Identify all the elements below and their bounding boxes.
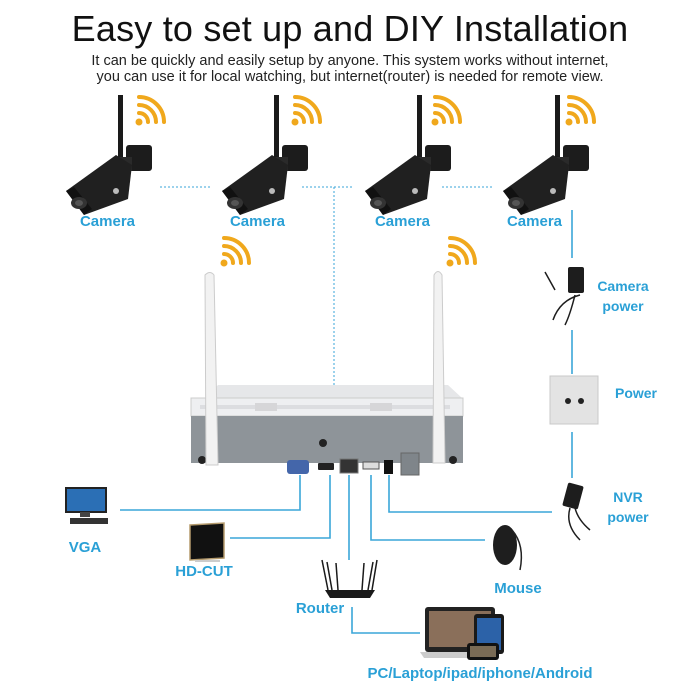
router-to-devices-link xyxy=(351,607,420,634)
page-subtitle: It can be quickly and easily setup by an… xyxy=(0,53,700,85)
antenna-left xyxy=(204,272,219,466)
wifi-signal-icon xyxy=(218,236,251,269)
tv-icon xyxy=(189,522,225,562)
hdmi-port xyxy=(318,463,334,470)
camera-power-label-line2: power xyxy=(602,298,644,314)
camera-label-2: Camera xyxy=(229,213,286,230)
wifi-signal-icon xyxy=(133,95,166,128)
nvr-power-label-line2: power xyxy=(607,509,649,525)
camera-power-label-line1: Camera xyxy=(597,278,649,294)
vga-port xyxy=(287,460,309,474)
devices-icon xyxy=(420,607,504,660)
usb-port xyxy=(362,461,380,470)
hdcut-label: HD-CUT xyxy=(175,563,233,580)
ethernet-port xyxy=(339,458,359,474)
antenna-right xyxy=(432,271,446,464)
wifi-signal-icon xyxy=(429,95,462,128)
wall-socket-icon xyxy=(549,375,599,425)
subtitle-line-1: It can be quickly and easily setup by an… xyxy=(91,53,609,69)
router-label: Router xyxy=(295,600,345,617)
hdmi-cable xyxy=(230,475,331,539)
nvr-recorder xyxy=(190,271,464,476)
wired-connections xyxy=(120,210,573,634)
dc-power-port xyxy=(384,460,393,474)
nvr-power-label-line1: NVR xyxy=(613,489,643,505)
camera-power-adapter-icon xyxy=(544,267,584,326)
camera-4 xyxy=(503,95,596,215)
subtitle-line-2: you can use it for local watching, but i… xyxy=(96,69,604,85)
page-title: Easy to set up and DIY Installation xyxy=(71,8,629,49)
devices-label: PC/Laptop/ipad/iphone/Android xyxy=(367,665,593,682)
wifi-signal-icon xyxy=(289,95,322,128)
vga-label: VGA xyxy=(68,539,102,556)
power-label: Power xyxy=(614,385,657,401)
mouse-icon xyxy=(493,525,523,571)
camera-label-3: Camera xyxy=(374,213,431,230)
camera-power-label: Camera power xyxy=(588,276,658,316)
nvr-power-cable xyxy=(388,475,552,513)
nvr-power-label: NVR power xyxy=(598,487,658,527)
wireless-links xyxy=(160,186,492,395)
usb-cable xyxy=(370,475,485,541)
camera-label-1: Camera xyxy=(79,213,136,230)
bullet-camera-icon xyxy=(503,95,589,215)
mouse-label: Mouse xyxy=(494,580,542,597)
camera-2 xyxy=(222,95,322,215)
nvr-power-adapter-icon xyxy=(562,482,591,541)
wifi-signal-icon xyxy=(563,95,596,128)
camera-1 xyxy=(66,95,166,215)
desktop-monitor-icon xyxy=(65,487,108,524)
camera-3 xyxy=(365,95,462,215)
router-icon xyxy=(321,559,378,598)
camera-label-4: Camera xyxy=(506,213,563,230)
screw-icon xyxy=(319,439,327,447)
vga-cable xyxy=(120,475,301,511)
wifi-signal-icon xyxy=(444,236,477,269)
